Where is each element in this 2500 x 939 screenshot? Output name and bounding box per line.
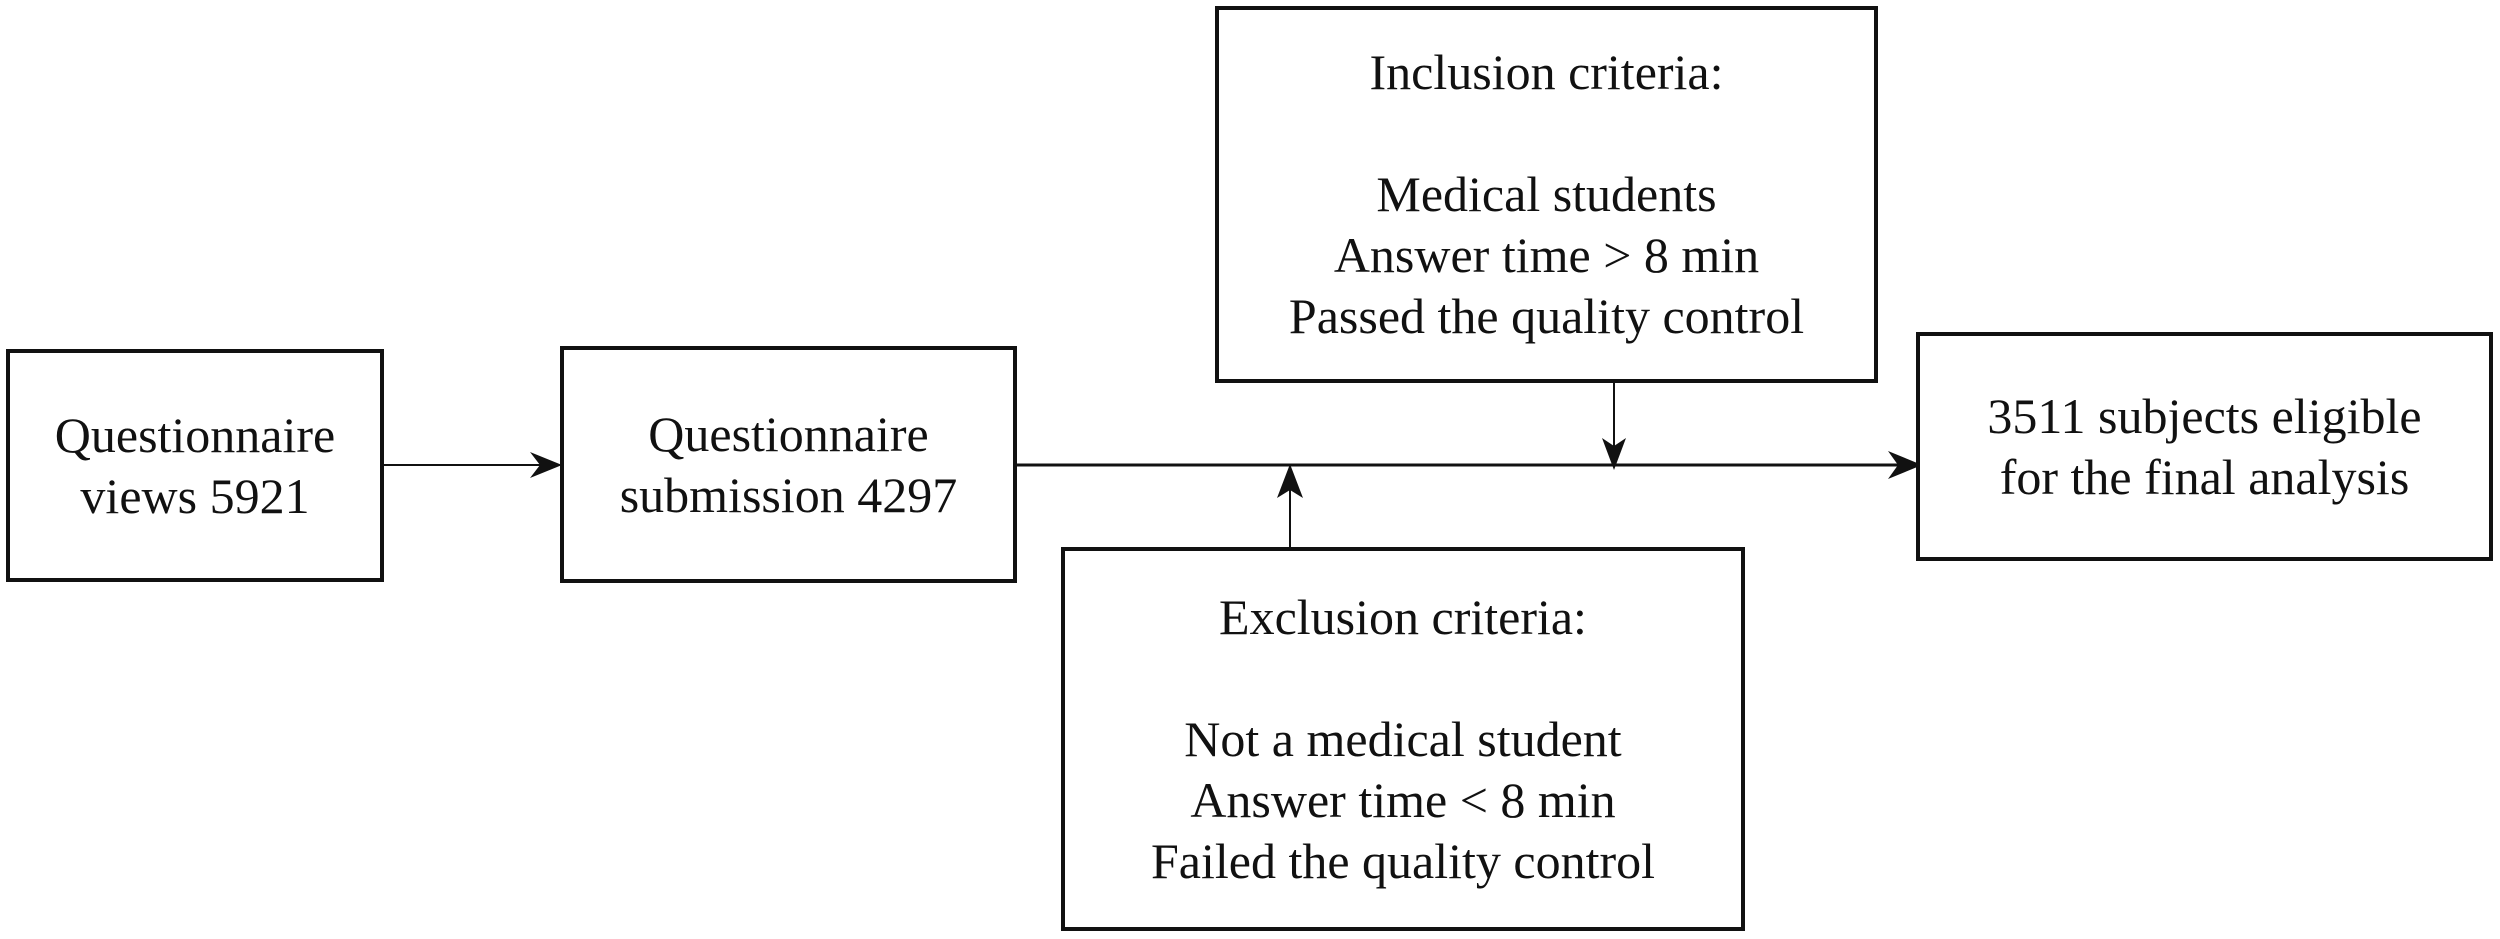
inclusion-item-2: Answer time > 8 min <box>1333 227 1760 283</box>
arrowhead-submission-to-final <box>1888 451 1922 479</box>
inclusion-item-1: Medical students <box>1376 166 1717 222</box>
node-questionnaire-views: Questionnaire views 5921 <box>6 349 384 582</box>
inclusion-heading: Inclusion criteria: <box>1369 44 1724 100</box>
node-final-eligible: 3511 subjects eligible for the final ana… <box>1916 332 2493 561</box>
exclusion-item-2: Answer time < 8 min <box>1190 771 1616 828</box>
node-questionnaire-submission: Questionnaire submission 4297 <box>560 346 1017 583</box>
arrowhead-exclusion-to-flow <box>1277 464 1303 498</box>
node-views-line-1: Questionnaire <box>54 406 336 463</box>
node-submission-line-2: submission 4297 <box>619 466 958 523</box>
node-views-line-2: views 5921 <box>80 467 310 524</box>
exclusion-heading: Exclusion criteria: <box>1219 588 1587 645</box>
node-exclusion-criteria: Exclusion criteria: Not a medical studen… <box>1061 547 1745 931</box>
inclusion-item-3: Passed the quality control <box>1288 288 1805 344</box>
exclusion-item-1: Not a medical student <box>1184 710 1622 767</box>
arrowhead-inclusion-to-flow <box>1602 438 1626 470</box>
node-submission-line-1: Questionnaire <box>648 405 929 462</box>
exclusion-item-3: Failed the quality control <box>1150 832 1656 889</box>
node-final-line-1: 3511 subjects eligible <box>1987 387 2422 444</box>
arrowhead-views-to-submission <box>530 452 562 478</box>
node-inclusion-criteria: Inclusion criteria: Medical students Ans… <box>1215 6 1878 383</box>
node-final-line-2: for the final analysis <box>1999 448 2410 505</box>
